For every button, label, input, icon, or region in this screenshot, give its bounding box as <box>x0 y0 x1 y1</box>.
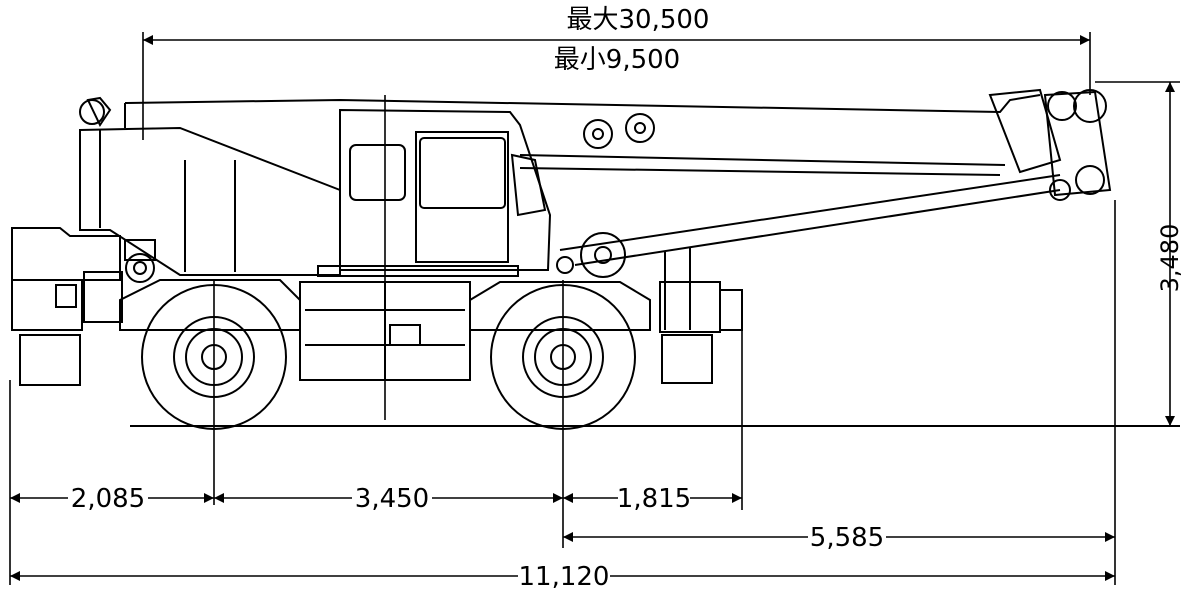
boom-base <box>79 96 341 283</box>
rear-axle-to-boom-tip-label: 5,585 <box>810 523 884 553</box>
wheelbase-label: 3,450 <box>355 484 429 514</box>
operator-cab <box>317 108 552 277</box>
overall-length-label: 11,120 <box>519 562 610 590</box>
carrier-body <box>11 227 743 386</box>
dimension-lines <box>9 32 1180 585</box>
height-label: 3,480 <box>1156 224 1184 293</box>
main-boom <box>124 88 1112 330</box>
crane-illustration <box>11 88 1180 430</box>
boom-min-label: 最小9,500 <box>554 45 680 75</box>
front-overhang-label: 2,085 <box>71 484 145 514</box>
rear-to-outrigger-label: 1,815 <box>617 484 691 514</box>
boom-max-label: 最大30,500 <box>567 5 710 35</box>
